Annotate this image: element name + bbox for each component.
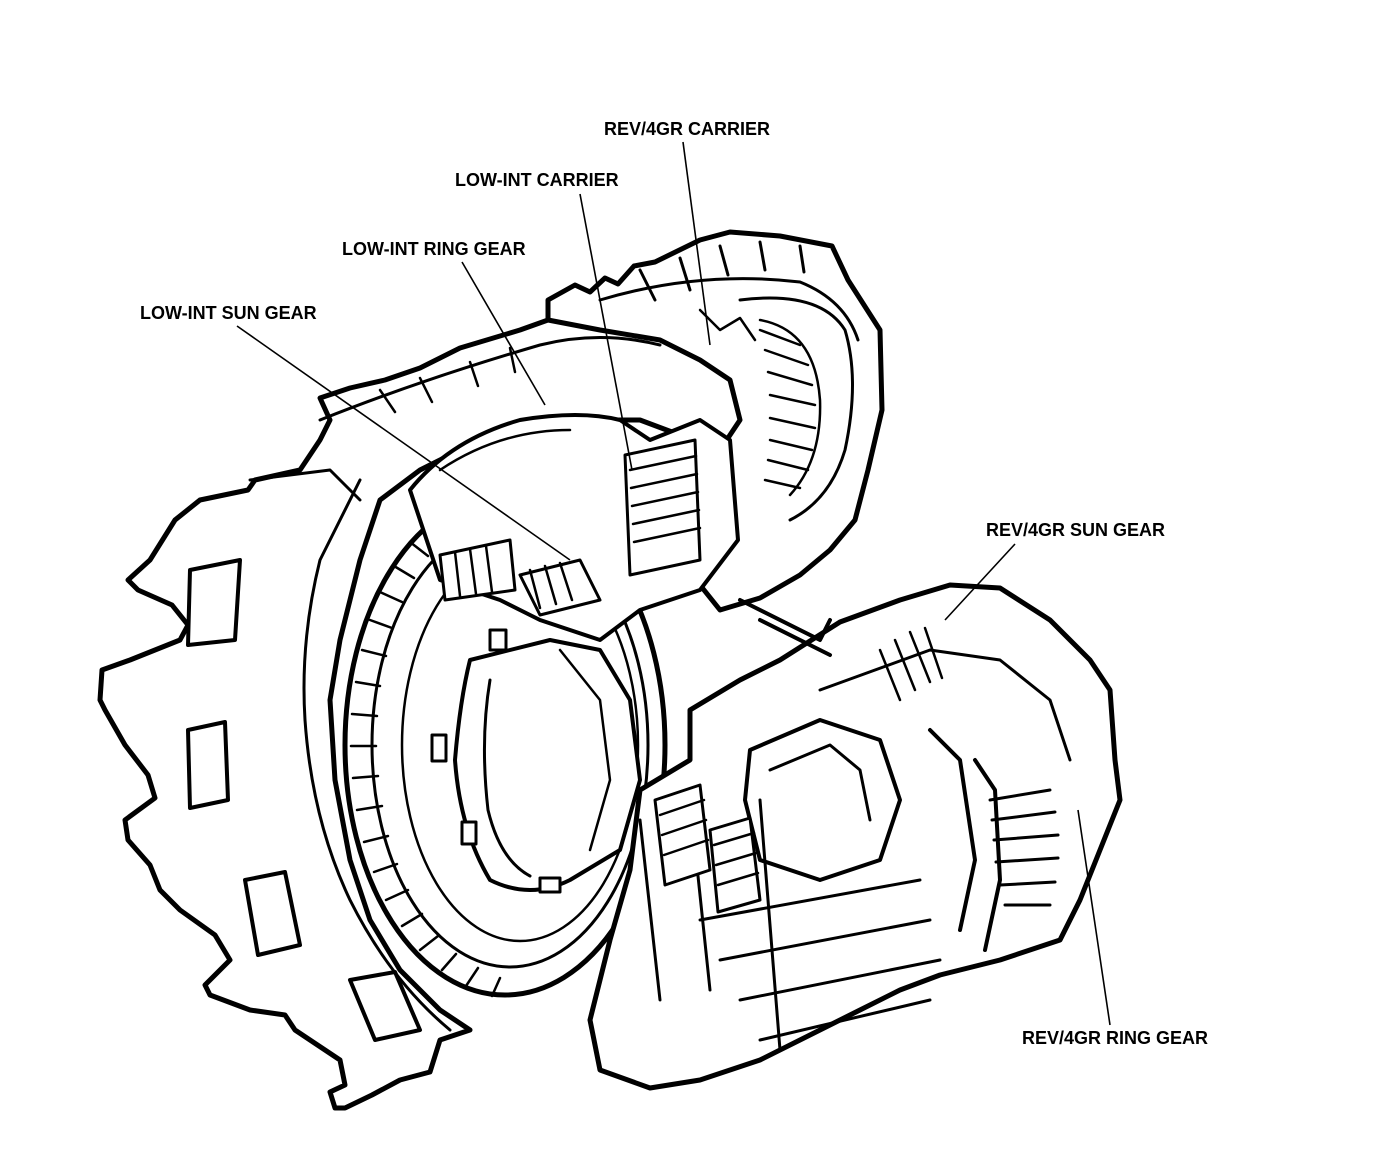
label-low-int-carrier: LOW-INT CARRIER	[455, 170, 619, 190]
low-int-carrier	[408, 413, 740, 642]
leader-rev4gr-carrier	[682, 141, 711, 346]
leader-rev4gr-sun-gear	[944, 543, 1016, 621]
leader-rev4gr-ring-gear	[1077, 809, 1111, 1026]
leader-low-int-ring-gear	[461, 261, 546, 406]
gearset-illustration	[97, 229, 1123, 1111]
leader-low-int-sun-gear	[236, 325, 571, 561]
label-low-int-sun-gear: LOW-INT SUN GEAR	[140, 303, 317, 323]
leader-low-int-carrier	[579, 193, 633, 471]
leader-lines	[236, 141, 1111, 1026]
callout-labels: REV/4GR CARRIER LOW-INT CARRIER LOW-INT …	[140, 119, 1208, 1048]
label-low-int-ring-gear: LOW-INT RING GEAR	[342, 239, 526, 259]
label-rev4gr-ring-gear: REV/4GR RING GEAR	[1022, 1028, 1208, 1048]
label-rev4gr-sun-gear: REV/4GR SUN GEAR	[986, 520, 1165, 540]
output-shaft	[738, 598, 832, 657]
rev4gr-ring-gear-drum	[587, 582, 1123, 1091]
input-shell	[97, 317, 743, 1111]
label-rev4gr-carrier: REV/4GR CARRIER	[604, 119, 770, 139]
